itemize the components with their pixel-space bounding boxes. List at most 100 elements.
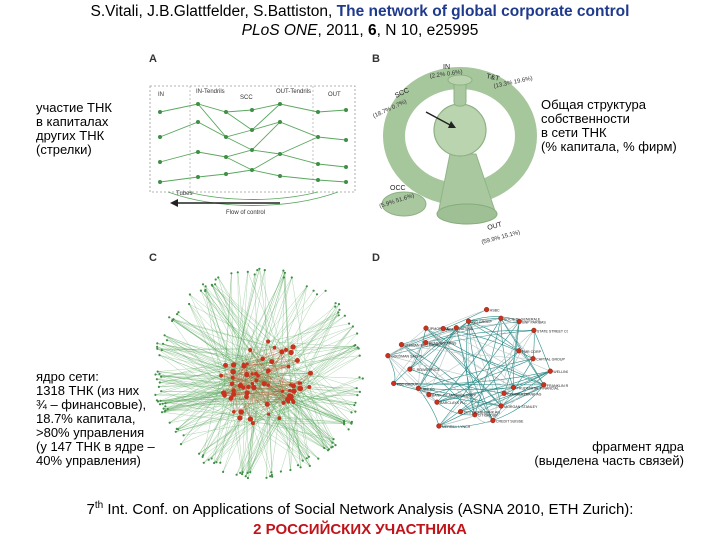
fragment-node-label: CREDIT SUISSE	[496, 420, 524, 424]
fragment-edge	[492, 370, 551, 421]
core-node	[266, 368, 271, 373]
core-node	[264, 401, 270, 407]
fragment-node	[483, 307, 490, 313]
core-edge	[288, 344, 356, 367]
periphery-node	[270, 471, 273, 474]
label-in-tendrils: IN-Tendrils	[196, 89, 225, 95]
periphery-node	[175, 427, 178, 430]
periphery-node	[236, 271, 239, 274]
core-edge	[300, 388, 356, 403]
core-edge	[247, 363, 290, 391]
core-edge	[290, 396, 333, 447]
fragment-edge	[500, 318, 514, 388]
periphery-node	[323, 446, 326, 450]
fragment-edge	[418, 388, 440, 427]
core-edge	[248, 277, 285, 388]
fragment-node-label: JPMORGAN	[429, 327, 450, 331]
periphery-node	[258, 267, 261, 270]
core-edge	[211, 417, 241, 459]
core-node	[277, 416, 282, 421]
core-edge	[161, 361, 272, 392]
periphery-node	[182, 434, 185, 437]
periphery-node	[176, 313, 179, 316]
fragment-edge	[387, 330, 534, 356]
core-edge	[162, 343, 295, 392]
note-fragment: фрагмент ядра (выделена часть связей)	[534, 439, 684, 468]
core-edge	[157, 348, 251, 351]
fragment-edge	[438, 350, 520, 427]
core-edge	[241, 349, 287, 413]
year: , 2011,	[317, 22, 369, 39]
fragment-edge	[387, 318, 501, 356]
core-edge	[293, 401, 332, 448]
fragment-edge	[425, 342, 544, 386]
periphery-node	[355, 387, 358, 390]
core-edge	[231, 397, 329, 451]
core-node	[285, 396, 291, 402]
fragment-node	[501, 390, 507, 396]
periphery-node	[343, 314, 346, 317]
fragment-node-label: BANK OF AMERICA CORP	[432, 394, 477, 398]
core-edge	[243, 364, 248, 393]
core-node	[244, 390, 250, 396]
core-edge	[288, 401, 291, 471]
fragment-edge	[393, 320, 469, 384]
core-edge	[267, 366, 289, 405]
periphery-node	[327, 448, 331, 451]
core-edge	[172, 319, 253, 374]
fragment-edge	[425, 327, 514, 388]
periphery-node	[154, 393, 157, 396]
fragment-edge	[401, 344, 534, 359]
fragment-edge	[387, 355, 438, 403]
core-edge	[245, 414, 269, 477]
citation-line-2: PLoS ONE, 2011, 6, N 10, e25995	[0, 21, 720, 40]
periphery-node	[214, 278, 217, 281]
core-node	[260, 356, 265, 362]
periphery-node	[217, 276, 220, 279]
fragment-node-label: T. ROWE PRICE	[413, 368, 441, 372]
fragment-node-label: BARCLAYS PLC	[440, 401, 467, 405]
scc-arrow	[425, 111, 453, 127]
core-edge	[164, 394, 234, 412]
core-edge	[247, 326, 353, 364]
fragment-edge	[387, 355, 514, 388]
journal: PLoS ONE	[241, 22, 318, 39]
fragment-node-label: ING GROEP	[472, 320, 493, 324]
core-edge	[223, 273, 232, 393]
core-edge	[255, 333, 358, 374]
periphery-node	[156, 370, 159, 373]
core-node	[250, 381, 255, 386]
fragment-node	[541, 382, 547, 388]
periphery-node	[244, 475, 247, 478]
periphery-node	[332, 438, 335, 441]
core-node	[230, 375, 235, 380]
core-edge	[279, 418, 325, 449]
periphery-node	[160, 375, 163, 378]
fragment-edge	[425, 327, 502, 407]
out-base	[436, 203, 498, 225]
core-node	[297, 385, 304, 392]
core-edge	[300, 345, 355, 384]
periphery-node	[161, 402, 164, 405]
core-edge	[283, 270, 292, 400]
core-edge	[183, 422, 253, 436]
core-node	[281, 389, 285, 393]
core-node	[256, 374, 260, 378]
core-edge	[293, 326, 354, 392]
core-edge	[247, 392, 292, 397]
periphery-node	[171, 318, 174, 322]
core-edge	[218, 277, 245, 366]
core-edge	[243, 345, 355, 365]
core-node	[269, 359, 275, 365]
core-edge	[243, 364, 310, 457]
core-edge	[236, 349, 287, 475]
panel-a-nodes	[158, 102, 348, 184]
periphery-node	[282, 276, 285, 279]
periphery-node	[168, 421, 171, 424]
fragment-edge	[436, 401, 475, 416]
periphery-node	[246, 476, 249, 480]
core-edge	[241, 411, 345, 424]
label-tt: T&T	[486, 73, 501, 83]
core-edge	[255, 373, 311, 374]
periphery-node	[210, 457, 213, 460]
